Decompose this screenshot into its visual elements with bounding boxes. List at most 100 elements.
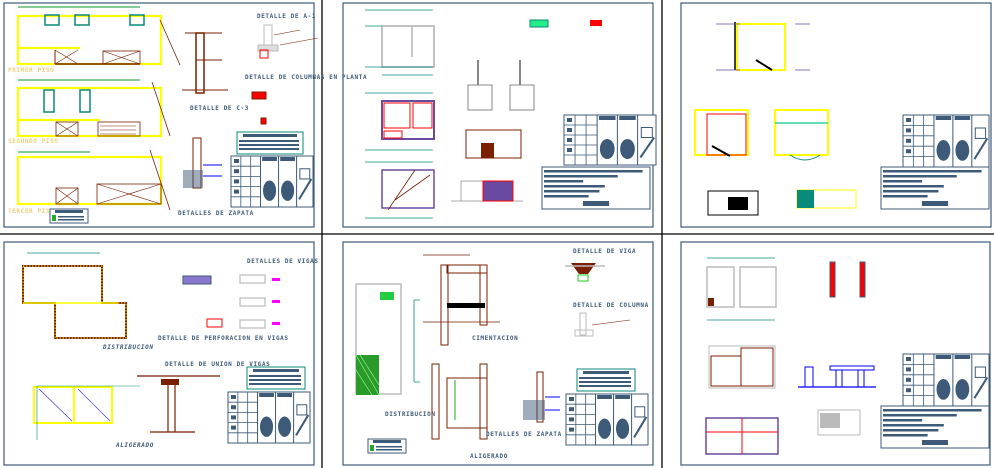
notes-line	[883, 170, 982, 173]
table-cell-mark	[569, 417, 574, 422]
table-header	[619, 116, 636, 120]
spec-title	[583, 371, 629, 374]
footing-detail-drawing	[523, 371, 560, 423]
beam-detail-drawing	[565, 263, 605, 282]
column-symbol	[620, 139, 635, 159]
general-notes	[541, 166, 651, 210]
compass-icon	[295, 414, 310, 436]
spec-line	[249, 379, 301, 381]
notes-line	[883, 429, 939, 432]
beam-details	[239, 274, 280, 329]
column-symbol	[616, 418, 630, 439]
footing-symbol	[936, 139, 951, 161]
notes-line	[883, 185, 944, 188]
distribution-plan	[22, 252, 127, 339]
footing-symbol	[259, 416, 274, 437]
footing-symbol	[936, 378, 951, 400]
notes-signature	[922, 201, 948, 206]
label-distribucion: DISTRIBUCION	[102, 344, 154, 351]
beam-joint-drawing	[137, 375, 220, 433]
legend-line	[376, 446, 402, 448]
footing-symbol	[262, 180, 277, 201]
table-cell-mark	[906, 377, 911, 382]
legend-swatch	[370, 445, 374, 451]
notes-signature	[922, 440, 948, 445]
notes-line	[544, 175, 618, 178]
label-detalle-columnas-planta: DETALLE DE COLUMNAS EN PLANTA	[245, 74, 367, 81]
table-cell-mark	[569, 407, 574, 412]
compass-icon	[973, 137, 989, 160]
sheet-2	[342, 2, 657, 228]
plan-right	[774, 109, 829, 161]
notes-signature	[583, 201, 609, 206]
table-cell-mark	[906, 149, 911, 154]
table-cell-mark	[906, 118, 911, 122]
table-cell-mark	[234, 169, 239, 174]
sheet-frame	[3, 241, 315, 466]
table-cell-mark	[231, 395, 236, 399]
spec-title	[243, 134, 297, 137]
floor-plan-third	[16, 149, 171, 211]
specifications-box	[246, 366, 306, 390]
label-detalles-zapata: DETALLES DE ZAPATA	[486, 431, 562, 438]
perforation-detail	[206, 318, 223, 328]
notes-line	[544, 185, 605, 188]
column-c2-section	[260, 117, 267, 125]
plan-left	[694, 109, 749, 157]
table-cell-mark	[234, 189, 239, 194]
spec-line	[239, 140, 299, 142]
label-detalle-viga: DETALLE DE VIGA	[573, 248, 636, 255]
sheet-6	[680, 241, 991, 466]
table-header	[935, 116, 952, 120]
label-cimentacion: CIMENTACION	[472, 335, 518, 342]
notes-line	[883, 190, 939, 193]
spec-line	[579, 381, 631, 383]
notes-line	[544, 190, 600, 193]
table-cell-mark	[234, 179, 239, 184]
legend-title	[55, 210, 83, 213]
notes-line	[883, 175, 957, 178]
slab-plan	[705, 417, 779, 455]
table-cell-mark	[906, 357, 911, 361]
sheet-5: DISTRIBUCION CIMENTACION ALIGERADO DETAL…	[342, 241, 654, 466]
north-arrow-box	[634, 406, 646, 418]
north-arrow-box	[299, 168, 311, 180]
notes-line	[544, 170, 643, 173]
north-arrow-box	[640, 127, 653, 138]
floor-plan-second	[16, 79, 171, 138]
floor-plan-top	[716, 22, 810, 71]
elevation	[798, 365, 876, 388]
table-header	[954, 355, 971, 359]
compass-icon	[639, 136, 655, 159]
label-detalles-zapata: DETALLES DE ZAPATA	[178, 210, 254, 217]
label-detalles-vigas: DETALLES DE VIGAS	[247, 258, 319, 265]
general-notes	[880, 405, 990, 449]
sheet-1: PRIMER PISO SEGUNDO PISO TERCER PISO	[3, 2, 367, 228]
notes-line	[883, 414, 957, 417]
notes-line	[883, 195, 928, 198]
notes-line	[883, 409, 982, 412]
floor-plan-first	[16, 6, 181, 66]
sheet-3	[680, 2, 992, 228]
legend-swatch	[52, 215, 56, 221]
slab-plan	[33, 385, 140, 440]
site-plan	[817, 409, 861, 436]
table-cell-mark	[906, 388, 911, 393]
table-cell-mark	[567, 128, 572, 132]
north-arrow-box	[296, 404, 308, 416]
column-symbol	[278, 416, 292, 437]
label-aligerado: ALIGERADO	[470, 453, 508, 460]
spec-line	[239, 144, 299, 146]
footing-sections	[467, 60, 535, 111]
sheet-frame	[680, 2, 992, 228]
distribution-plan	[355, 283, 420, 396]
column-symbol	[955, 378, 970, 400]
compass-icon	[633, 416, 648, 438]
table-cell-mark	[906, 128, 911, 133]
title-block-table	[902, 353, 990, 407]
sheet-frame	[342, 241, 654, 466]
beam-detail	[529, 19, 549, 28]
beam-detail-2	[590, 20, 602, 26]
detail-a1-drawing	[257, 24, 319, 59]
legend-line	[58, 216, 84, 218]
